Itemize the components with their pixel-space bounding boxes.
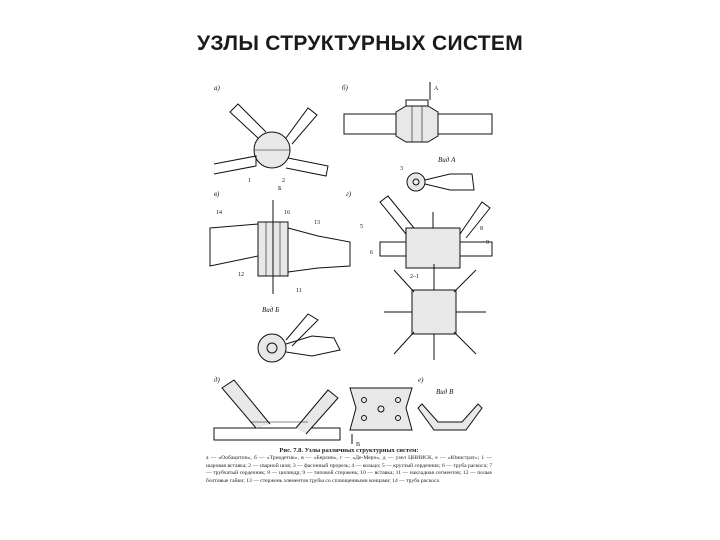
- part-number-9: 9: [486, 240, 489, 246]
- part-number-13: 13: [314, 220, 320, 226]
- page-title: УЗЛЫ СТРУКТУРНЫХ СИСТЕМ: [196, 32, 524, 55]
- part-number-8: 8: [480, 226, 483, 232]
- part-number-3: 3: [400, 166, 403, 172]
- panel-d-drawing: д): [213, 376, 341, 441]
- panel-label-d: д): [214, 376, 221, 384]
- figure-sheet: а) 1 2 б) А 3 Вид А: [200, 78, 500, 514]
- part-number-11: 11: [296, 288, 302, 294]
- caption-heading: Рис. 7.8. Узлы различных структурных сис…: [279, 447, 419, 454]
- part-number-2: 2: [282, 178, 285, 184]
- part-number-14: 14: [216, 210, 222, 216]
- panel-e-drawing: е) Вид В В: [349, 376, 483, 448]
- part-number-6: 6: [370, 250, 373, 256]
- part-number-5: 5: [360, 224, 363, 230]
- structural-nodes-drawing: а) 1 2 б) А 3 Вид А: [209, 82, 493, 448]
- arrow-label-v: В: [356, 442, 360, 448]
- panel-label-b: б): [342, 84, 349, 92]
- view-label-2-1: 2–1: [410, 274, 419, 280]
- part-number-12: 12: [238, 272, 244, 278]
- arrow-label-a: А: [434, 86, 439, 92]
- panel-label-g: г): [346, 190, 352, 198]
- panel-v-drawing: в) 14 16 13 12 11 Б Вид Б: [209, 186, 351, 363]
- view-label-b: Вид Б: [262, 306, 279, 314]
- panel-label-e: е): [418, 376, 424, 384]
- view-label-a: Вид А: [438, 156, 456, 164]
- part-number-16: 16: [284, 210, 290, 216]
- panel-b-drawing: б) А 3 Вид А: [342, 82, 493, 192]
- view-label-v: Вид В: [436, 388, 454, 396]
- figure-caption: Рис. 7.8. Узлы различных структурных сис…: [206, 447, 492, 485]
- panel-a-drawing: а) 1 2: [213, 84, 329, 184]
- panel-label-v: в): [214, 190, 220, 198]
- caption-body: а — «Ообацитон», б — «Триодетик», в — «Б…: [206, 455, 492, 484]
- part-number-1: 1: [248, 178, 251, 184]
- arrow-label-b: Б: [278, 186, 282, 192]
- panel-label-a: а): [214, 84, 221, 92]
- panel-g-drawing: г) 2–1 8 9 5 6: [346, 190, 493, 360]
